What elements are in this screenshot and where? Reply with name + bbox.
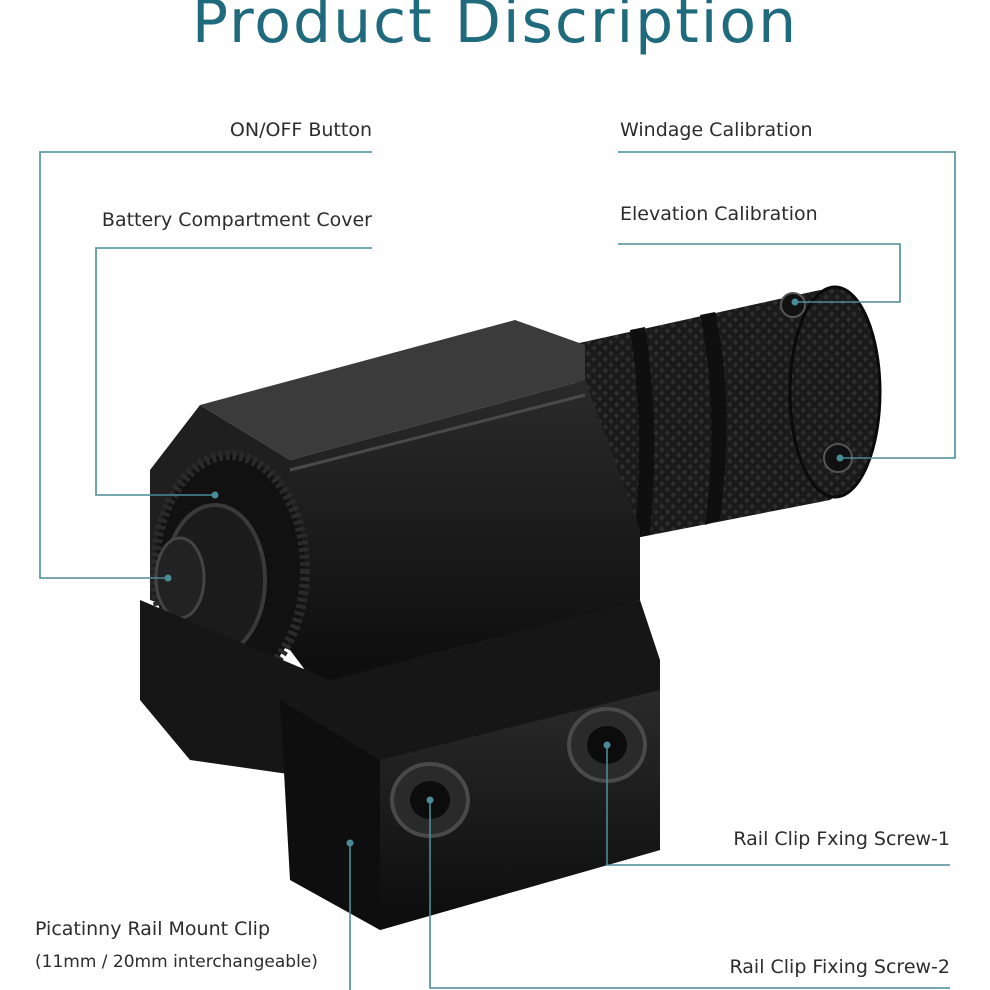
leader-elevation [618,243,901,303]
label-windage: Windage Calibration [620,119,813,141]
knurled-barrel [570,285,882,545]
label-screw-2: Rail Clip Fixing Screw-2 [729,956,950,978]
marker-windage [836,454,844,462]
label-battery-cover: Battery Compartment Cover [101,209,372,231]
leader-screw-1 [606,745,950,866]
leader-windage [618,151,956,459]
label-on-off-button: ON/OFF Button [229,119,372,141]
marker-screw-2 [426,796,434,804]
rail-mount [140,600,660,930]
leader-battery [95,247,372,496]
battery-cap [150,450,310,690]
label-elevation: Elevation Calibration [620,203,818,225]
leader-on-off [39,151,372,579]
leader-screw-2 [429,800,950,989]
marker-screw-1 [603,741,611,749]
marker-on-off [164,574,172,582]
label-interchangeable: (11mm / 20mm interchangeable) [35,952,318,972]
marker-elevation [791,298,799,306]
label-screw-1: Rail Clip Fxing Screw-1 [733,828,950,850]
page-title: Product Discription [191,0,799,57]
label-picatinny: Picatinny Rail Mount Clip [35,918,271,940]
marker-battery [211,491,219,499]
marker-picatinny [346,839,354,847]
